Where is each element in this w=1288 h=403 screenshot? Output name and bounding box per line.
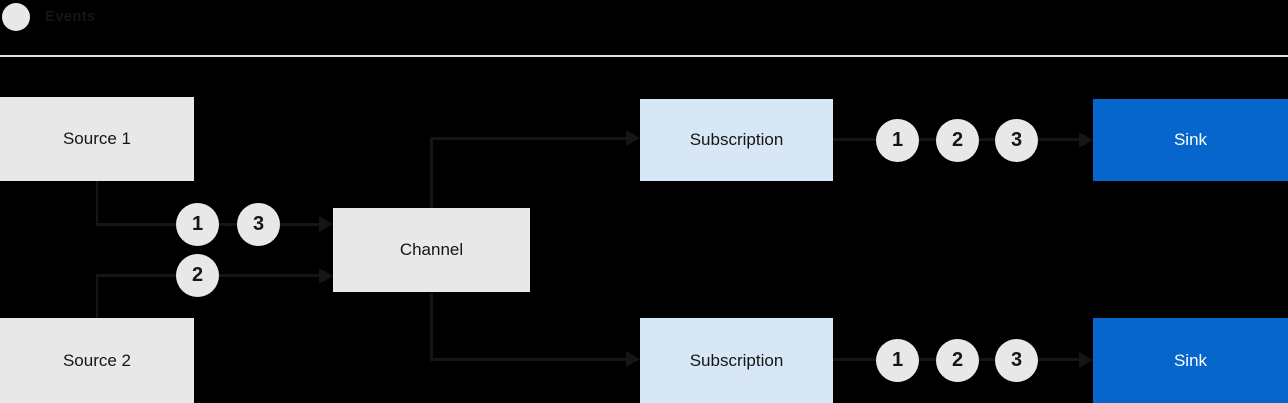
- event-badge: 3: [995, 119, 1038, 162]
- arrowhead-into-channel-top: [319, 216, 333, 232]
- sink-top-label: Sink: [1173, 130, 1208, 149]
- source-1-label: Source 1: [62, 129, 132, 148]
- subscription-bottom-node: Subscription: [640, 318, 833, 403]
- event-badge: 2: [936, 339, 979, 382]
- source-2-node: Source 2: [0, 318, 194, 403]
- channel-label: Channel: [399, 240, 464, 259]
- sink-top-node: Sink: [1093, 99, 1288, 181]
- arrowhead-into-sink-top: [1079, 132, 1093, 148]
- subscription-bottom-label: Subscription: [689, 350, 784, 370]
- event-circle-icon: [2, 3, 30, 31]
- arrowhead-into-subscription-bottom: [626, 351, 640, 367]
- connector-channel-subscription-bottom-horizontal: [430, 358, 628, 361]
- subscription-top-node: Subscription: [640, 99, 833, 181]
- connector-channel-subscription-top-vertical: [430, 139, 433, 209]
- channel-node: Channel: [333, 208, 530, 292]
- connector-source1-channel-vertical: [96, 181, 98, 225]
- event-badge: 3: [237, 203, 280, 246]
- event-badge: 1: [876, 339, 919, 382]
- event-badge: 3: [995, 339, 1038, 382]
- source-1-node: Source 1: [0, 97, 194, 181]
- event-badge: 2: [176, 254, 219, 297]
- arrowhead-into-sink-bottom: [1079, 352, 1093, 368]
- connector-source2-channel-vertical: [96, 276, 98, 318]
- events-legend-label: Events: [45, 8, 96, 25]
- connector-channel-subscription-top-horizontal: [430, 137, 628, 140]
- arrowhead-into-subscription-top: [626, 130, 640, 146]
- arrowhead-into-channel-bottom: [319, 268, 333, 284]
- event-badge: 1: [876, 119, 919, 162]
- subscription-top-label: Subscription: [689, 130, 784, 149]
- sink-bottom-node: Sink: [1093, 318, 1288, 403]
- sink-bottom-label: Sink: [1173, 350, 1208, 370]
- event-badge: 2: [936, 119, 979, 162]
- divider-line: [0, 55, 1288, 57]
- event-badge: 1: [176, 203, 219, 246]
- connector-channel-subscription-bottom-vertical: [430, 293, 433, 361]
- source-2-label: Source 2: [62, 350, 132, 370]
